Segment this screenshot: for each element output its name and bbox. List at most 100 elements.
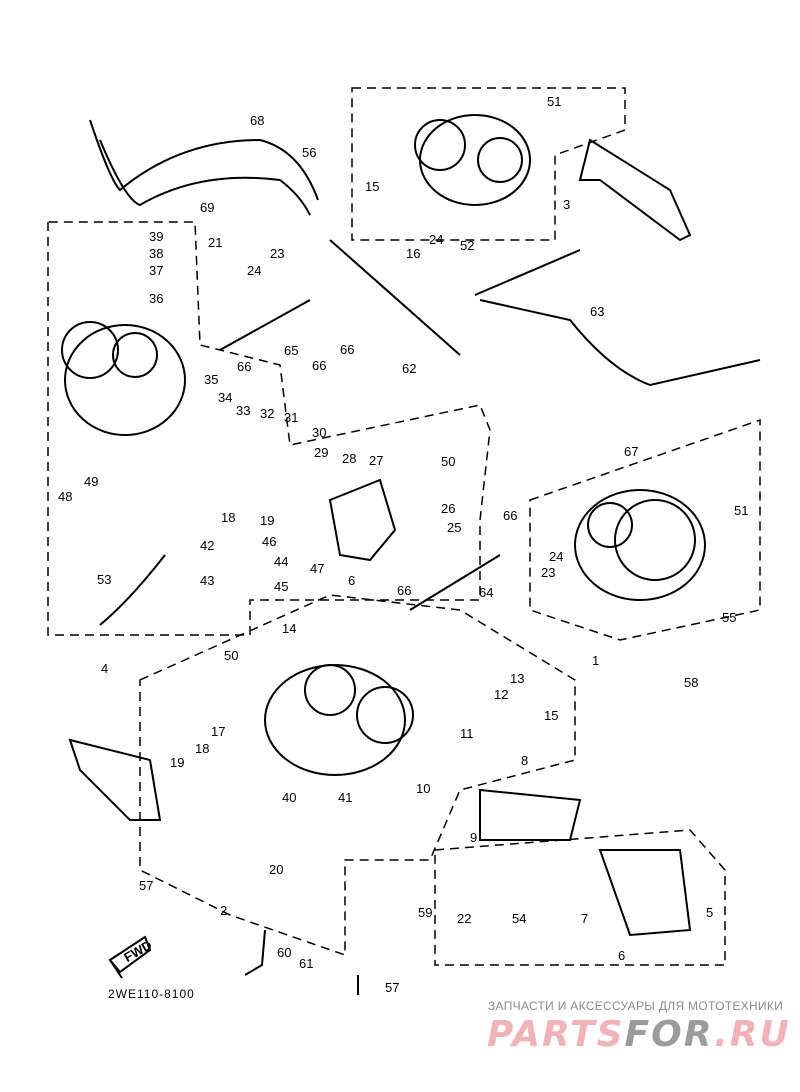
callout-5: 5 <box>706 905 713 920</box>
callout-68: 68 <box>250 113 264 128</box>
carburetor-left <box>61 321 186 436</box>
callout-31: 31 <box>284 410 298 425</box>
callout-66: 66 <box>340 342 354 357</box>
callout-42: 42 <box>200 538 214 553</box>
callout-23: 23 <box>541 565 555 580</box>
fwd-arrow-text: FWD <box>121 937 154 965</box>
carburetor-bottom <box>264 664 414 776</box>
assembly-box-2 <box>139 594 576 957</box>
callout-4: 4 <box>101 661 108 676</box>
logo-part2: FOR <box>624 1014 715 1055</box>
callout-60: 60 <box>277 945 291 960</box>
callout-13: 13 <box>510 671 524 686</box>
callout-45: 45 <box>274 579 288 594</box>
callout-48: 48 <box>58 489 72 504</box>
callout-59: 59 <box>418 905 432 920</box>
callout-21: 21 <box>208 235 222 250</box>
callout-2: 2 <box>220 903 227 918</box>
hose-69 <box>99 139 311 216</box>
callout-34: 34 <box>218 390 232 405</box>
callout-51: 51 <box>547 94 561 109</box>
callout-15: 15 <box>365 179 379 194</box>
callout-24: 24 <box>247 263 261 278</box>
callout-7: 7 <box>581 911 588 926</box>
drawing-code: 2WE110-8100 <box>108 987 195 1001</box>
air-cylinder-9 <box>479 788 582 841</box>
callout-37: 37 <box>149 263 163 278</box>
callout-54: 54 <box>512 911 526 926</box>
logo-part1: PARTS <box>487 1014 625 1055</box>
callout-44: 44 <box>274 554 288 569</box>
callout-19: 19 <box>170 755 184 770</box>
callout-52: 52 <box>460 238 474 253</box>
callout-24: 24 <box>429 232 443 247</box>
callout-18: 18 <box>221 510 235 525</box>
callout-14: 14 <box>282 621 296 636</box>
callout-20: 20 <box>269 862 283 877</box>
callout-1: 1 <box>592 653 599 668</box>
callout-64: 64 <box>479 585 493 600</box>
hose-53 <box>99 554 166 626</box>
watermark-subtitle: ЗАПЧАСТИ И АКСЕССУАРЫ ДЛЯ МОТОТЕХНИКИ <box>488 999 784 1013</box>
callout-47: 47 <box>310 561 324 576</box>
callout-67: 67 <box>624 444 638 459</box>
callout-53: 53 <box>97 572 111 587</box>
pipe-64 <box>409 554 501 611</box>
callout-6: 6 <box>618 948 625 963</box>
rod-63 <box>474 249 761 387</box>
callout-23: 23 <box>270 246 284 261</box>
callout-65: 65 <box>284 343 298 358</box>
callout-33: 33 <box>236 403 250 418</box>
callout-29: 29 <box>314 445 328 460</box>
callout-17: 17 <box>211 724 225 739</box>
callout-15: 15 <box>544 708 558 723</box>
callout-57: 57 <box>139 878 153 893</box>
carburetor-right <box>574 489 706 601</box>
callout-66: 66 <box>312 358 326 373</box>
callout-8: 8 <box>521 753 528 768</box>
callout-16: 16 <box>406 246 420 261</box>
pipe-65 <box>219 299 311 351</box>
callout-11: 11 <box>460 726 474 741</box>
callout-36: 36 <box>149 291 163 306</box>
carburetor-top <box>414 114 531 206</box>
callout-38: 38 <box>149 246 163 261</box>
callout-61: 61 <box>299 956 313 971</box>
callout-9: 9 <box>470 830 477 845</box>
callout-66: 66 <box>397 583 411 598</box>
callout-51: 51 <box>734 503 748 518</box>
rod-62 <box>329 239 461 356</box>
logo-part3: .RU <box>714 1014 791 1055</box>
callout-41: 41 <box>338 790 352 805</box>
callout-50: 50 <box>224 648 238 663</box>
cover-7 <box>598 849 692 937</box>
float-chamber-47 <box>328 478 397 562</box>
assembly-box-4 <box>47 221 491 636</box>
watermark-logo: PARTSFOR.RU <box>487 1014 791 1055</box>
callout-62: 62 <box>402 361 416 376</box>
bracket-3 <box>578 138 692 242</box>
callout-66: 66 <box>237 359 251 374</box>
callout-50: 50 <box>441 454 455 469</box>
callout-22: 22 <box>457 911 471 926</box>
callout-55: 55 <box>722 610 736 625</box>
callout-32: 32 <box>260 406 274 421</box>
callout-57: 57 <box>385 980 399 995</box>
callout-30: 30 <box>312 425 326 440</box>
callout-10: 10 <box>416 781 430 796</box>
callout-25: 25 <box>447 520 461 535</box>
callout-12: 12 <box>494 687 508 702</box>
callout-18: 18 <box>195 741 209 756</box>
callout-6: 6 <box>348 573 355 588</box>
callout-49: 49 <box>84 474 98 489</box>
callout-43: 43 <box>200 573 214 588</box>
callout-69: 69 <box>200 200 214 215</box>
callout-58: 58 <box>684 675 698 690</box>
callout-66: 66 <box>503 508 517 523</box>
callout-19: 19 <box>260 513 274 528</box>
callout-63: 63 <box>590 304 604 319</box>
linkage-60 <box>244 929 266 976</box>
fwd-arrow-icon: FWD <box>108 935 154 979</box>
callout-39: 39 <box>149 229 163 244</box>
